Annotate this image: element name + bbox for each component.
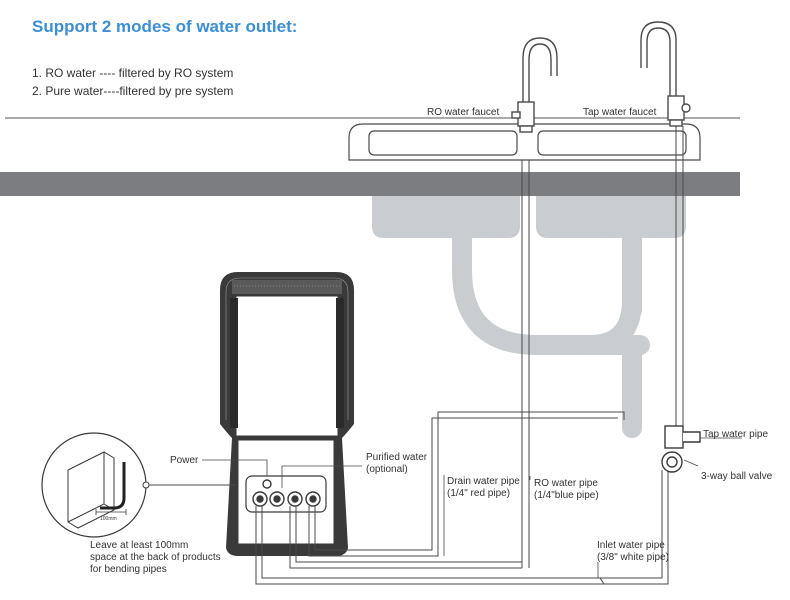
leader-lines [202,437,742,578]
purified-water-label-line1: Purified water [366,452,428,463]
mode-list: 1. RO water ---- filtered by RO system 2… [32,64,233,100]
inlet-pipe-label-line1: Inlet water pipe [597,540,665,551]
drain-pipe-label: Drain water pipe (1/4" red pipe) [447,476,520,500]
purified-water-label: Purified water (optional) [366,452,427,476]
mode-item-ro: 1. RO water ---- filtered by RO system [32,66,234,80]
clearance-note: Leave at least 100mm space at the back o… [90,540,221,576]
dimension-label: 100mm [100,516,117,522]
drain-pipes [452,228,650,438]
double-sink-icon [348,123,701,161]
clearance-note-line2: space at the back of products [90,552,221,563]
ro-pipe-label-line1: RO water pipe [534,478,598,489]
back-clearance-icon [41,432,236,538]
countertop [0,172,740,196]
drain-pipe-label-line2: (1/4" red pipe) [447,488,511,499]
purifier-unit-icon [220,272,354,556]
purified-water-label-line2: (optional) [366,464,408,475]
ro-pipe-label: RO water pipe (1/4"blue pipe) [534,478,599,502]
page-heading: Support 2 modes of water outlet: [32,17,298,36]
ro-faucet-icon [511,37,558,133]
tap-faucet-label: Tap water faucet [583,107,657,118]
ball-valve-icon [661,425,701,473]
mode-item-pure: 2. Pure water----filtered by pre system [32,84,234,98]
connection-pipes [255,411,669,585]
ro-pipe-label-line2: (1/4"blue pipe) [534,490,599,501]
ro-faucet-label: RO water faucet [427,107,500,118]
power-label: Power [170,455,199,466]
tap-pipe-label: Tap water pipe [703,429,769,440]
clearance-note-line1: Leave at least 100mm [90,540,189,551]
drain-trap-icon [372,196,686,238]
inlet-pipe-label-line2: (3/8" white pipe) [597,552,669,563]
faucet-supply-pipes [521,126,684,568]
clearance-note-line3: for bending pipes [90,564,167,575]
purifier-connectors [252,479,321,507]
inlet-pipe-label: Inlet water pipe (3/8" white pipe) [597,540,669,564]
drain-pipe-label-line1: Drain water pipe [447,476,520,487]
ball-valve-label: 3-way ball valve [701,471,773,482]
